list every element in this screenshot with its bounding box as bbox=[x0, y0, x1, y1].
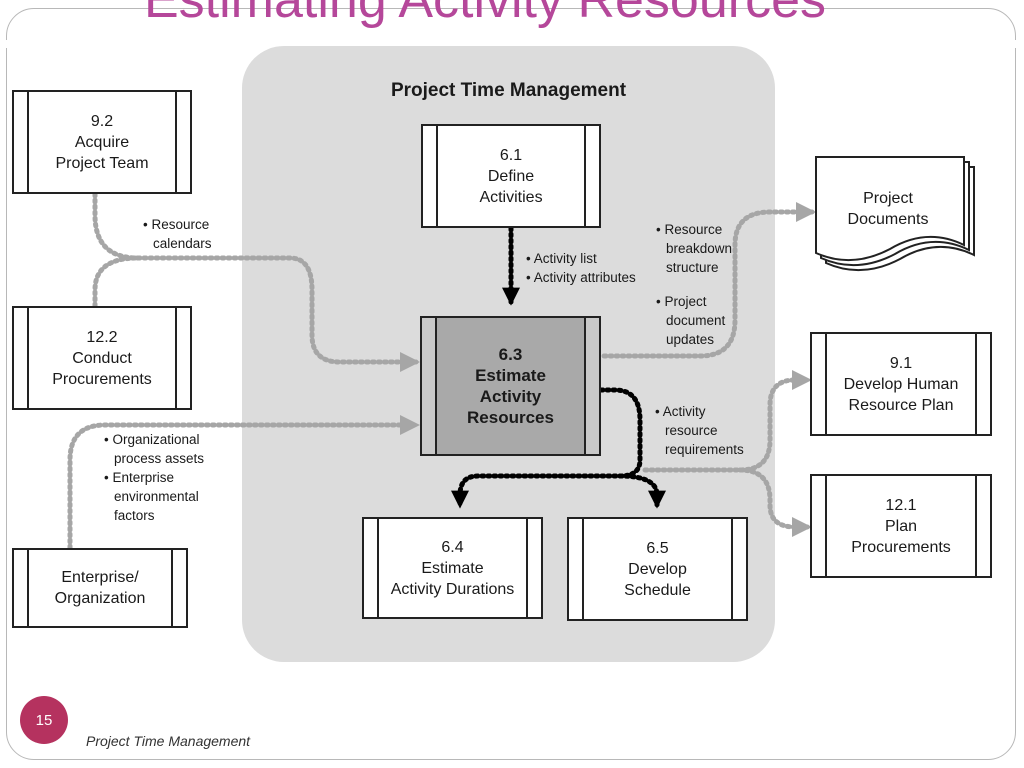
connector-acquire-team bbox=[92, 191, 141, 261]
connector-to-hr-plan bbox=[642, 370, 812, 473]
connector-conduct-procurements bbox=[92, 255, 141, 309]
title-mask bbox=[0, 40, 1024, 48]
connector-project-documents bbox=[601, 202, 816, 359]
box-acquire-project-team: 9.2 Acquire Project Team bbox=[12, 90, 192, 194]
note-resource-calendars: Resource calendars bbox=[143, 215, 211, 253]
box-estimate-activity-resources: 6.3 Estimate Activity Resources bbox=[420, 316, 601, 456]
box-estimate-activity-durations: 6.4 Estimate Activity Durations bbox=[362, 517, 543, 619]
connector-to-develop-schedule bbox=[617, 473, 666, 509]
note-organizational-inputs: Organizational process assets Enterprise… bbox=[104, 430, 204, 525]
footer-text: Project Time Management bbox=[86, 733, 251, 749]
box-develop-schedule: 6.5 Develop Schedule bbox=[567, 517, 748, 621]
slide-title: Estimating Activity Resources bbox=[143, 0, 827, 29]
box-conduct-procurements: 12.2 Conduct Procurements bbox=[12, 306, 192, 410]
box-enterprise-organization: Enterprise/ Organization bbox=[12, 548, 188, 628]
project-documents-stack-icon bbox=[815, 156, 975, 272]
box-develop-human-resource-plan: 9.1 Develop Human Resource Plan bbox=[810, 332, 992, 436]
slide-frame bbox=[6, 8, 1016, 760]
panel-title: Project Time Management bbox=[390, 80, 627, 101]
note-activity-resource-requirements: Activity resource requirements bbox=[655, 402, 744, 459]
note-activity-inputs: Activity list Activity attributes bbox=[526, 249, 636, 287]
box-plan-procurements: 12.1 Plan Procurements bbox=[810, 474, 992, 578]
note-resource-breakdown-structure: Resource breakdown structure bbox=[656, 220, 732, 277]
box-define-activities: 6.1 Define Activities bbox=[421, 124, 601, 228]
connector-estimate-to-outputs bbox=[451, 387, 643, 509]
connector-to-plan-procurements bbox=[737, 467, 812, 537]
note-project-document-updates: Project document updates bbox=[656, 292, 725, 349]
connector-resource-calendars bbox=[135, 255, 420, 372]
connector-enterprise bbox=[67, 415, 420, 551]
project-documents-label: Project Documents bbox=[847, 190, 929, 228]
page-number-badge: 15 bbox=[20, 696, 68, 744]
